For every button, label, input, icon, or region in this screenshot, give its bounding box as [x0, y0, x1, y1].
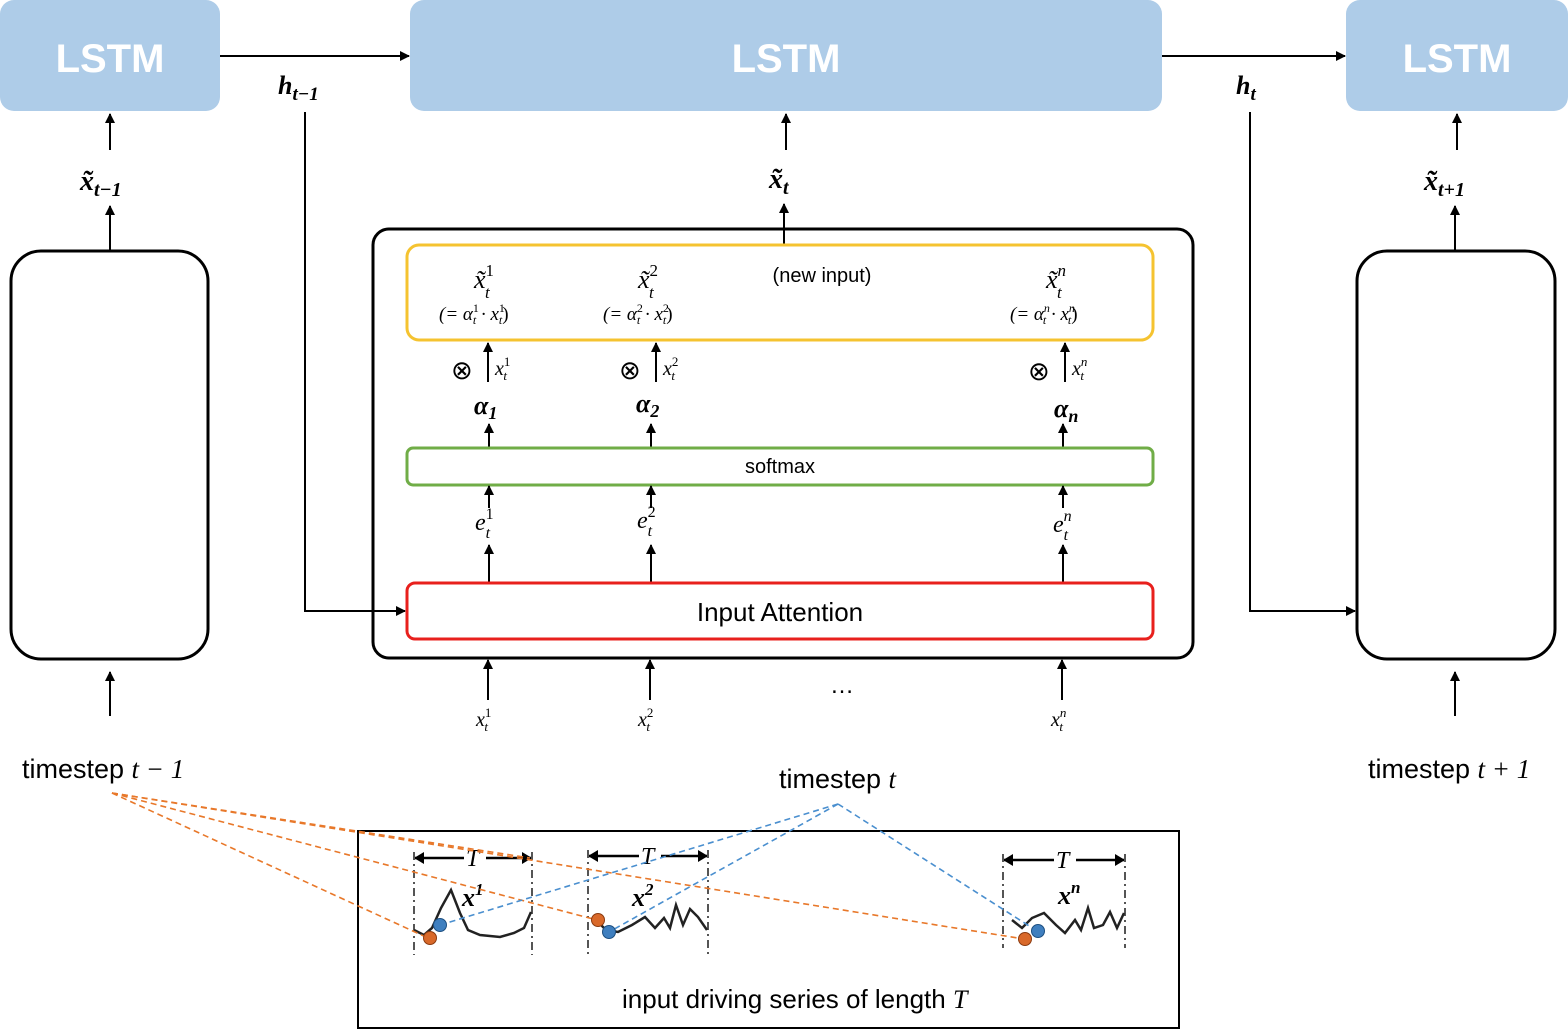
hidden-prev-to-attention: [304, 112, 406, 616]
svg-text:T: T: [1056, 848, 1071, 874]
svg-text:T: T: [641, 844, 656, 870]
lstm-prev-label: LSTM: [56, 37, 165, 81]
svg-text:x1: x1: [461, 880, 484, 912]
attention-block-prev: [9, 249, 210, 661]
lstm-prev: LSTM: [0, 0, 220, 111]
attention-block-next: [1355, 249, 1557, 661]
driving-series-caption: input driving series of length T: [622, 984, 969, 1014]
timestep-current-links: [439, 803, 1038, 933]
attention-module: [371, 227, 1195, 660]
otimes-icon: ⊗: [619, 356, 641, 385]
otimes-icon: ⊗: [1028, 357, 1050, 386]
lstm-current-label: LSTM: [732, 37, 841, 81]
series-n: T xn: [1002, 848, 1126, 948]
lstm-next-label: LSTM: [1403, 37, 1512, 81]
svg-text:(= α2t · x2t): (= α2t · x2t): [603, 301, 673, 327]
new-input-caption: (new input): [773, 265, 872, 287]
lstm-next: LSTM: [1346, 0, 1568, 111]
svg-text:x̃nt: x̃nt: [1045, 261, 1066, 302]
dot-blue-n: [1031, 924, 1045, 938]
svg-text:x2t: x2t: [662, 354, 678, 383]
timestep-next: timestep t + 1: [1368, 754, 1530, 784]
dot-orange-n: [1018, 932, 1032, 946]
input-attention-label: Input Attention: [697, 597, 863, 627]
alpha-1: α1: [474, 391, 497, 423]
lstm-current: LSTM: [410, 0, 1162, 111]
new-input-box: [405, 243, 1155, 342]
svg-text:x̃1t: x̃1t: [473, 261, 494, 302]
input-attention-box: [405, 581, 1155, 641]
timestep-prev: timestep t − 1: [22, 754, 184, 784]
svg-text:x̃2t: x̃2t: [637, 261, 658, 302]
alpha-2: α2: [636, 389, 659, 421]
dot-orange-2: [591, 913, 605, 927]
driving-series-box: [357, 830, 1180, 1029]
series-1: T x1: [413, 846, 533, 955]
svg-text:T: T: [466, 846, 481, 872]
tilde-x-current: x̃t: [768, 164, 790, 199]
hidden-curr-to-next-attention: [1249, 112, 1356, 616]
series-2: T x2: [587, 844, 709, 955]
alpha-n: αn: [1054, 394, 1078, 426]
svg-text:x2: x2: [631, 880, 654, 912]
dot-blue-1: [433, 918, 447, 932]
svg-text:x1t: x1t: [494, 354, 510, 383]
hidden-label-curr: ht: [1236, 71, 1256, 105]
dot-blue-2: [602, 925, 616, 939]
timestep-prev-links: [111, 792, 1025, 940]
svg-text:xnt: xnt: [1071, 354, 1087, 383]
otimes-icon: ⊗: [451, 356, 473, 385]
hidden-label-prev: ht−1: [278, 71, 319, 105]
dot-orange-1: [423, 931, 437, 945]
timestep-current: timestep t: [779, 764, 898, 794]
tilde-x-next: x̃t+1: [1423, 166, 1465, 201]
softmax-label: softmax: [745, 456, 815, 478]
svg-text:(= αnt · xnt): (= αnt · xnt): [1010, 301, 1078, 327]
svg-text:xn: xn: [1057, 878, 1080, 910]
ellipsis: …: [830, 672, 854, 699]
tilde-x-prev: x̃t−1: [79, 166, 122, 201]
svg-text:(= α1t · x1t): (= α1t · x1t): [439, 301, 509, 327]
softmax-box: [405, 446, 1155, 487]
